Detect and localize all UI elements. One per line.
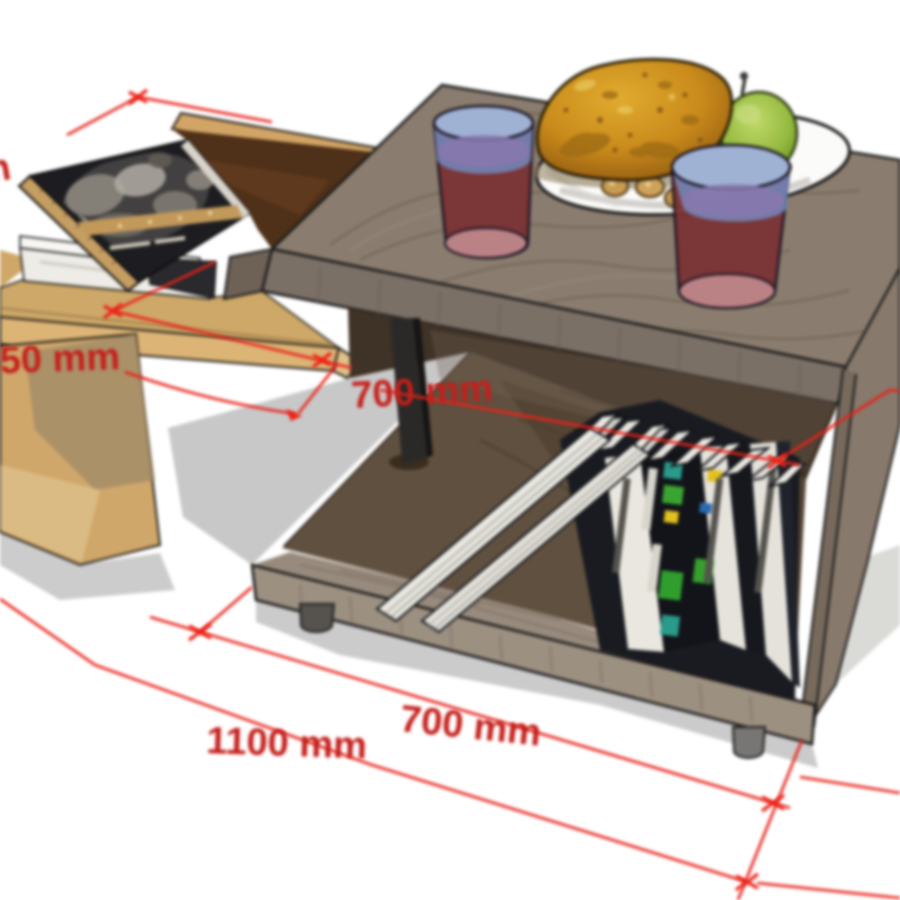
svg-text:550 mm: 550 mm [0,336,121,383]
svg-text:700 mm: 700 mm [350,368,494,417]
svg-text:1100 mm: 1100 mm [206,720,368,768]
